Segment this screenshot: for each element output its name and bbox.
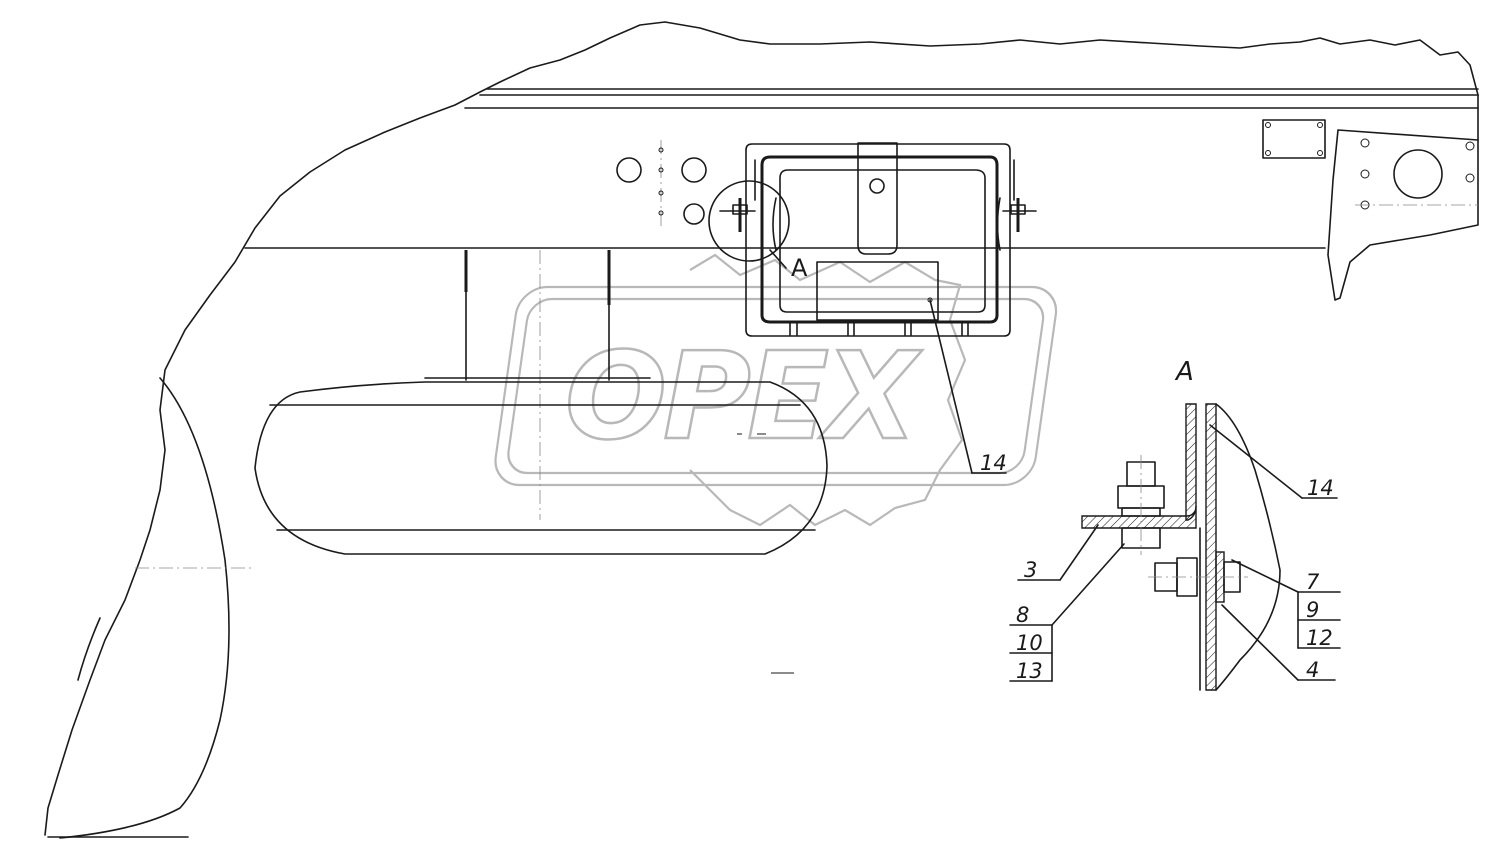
body-outline [44, 21, 1479, 839]
rail-hole-small [658, 167, 664, 173]
frame-bolt-icon [1148, 551, 1248, 603]
right-bracket [1262, 119, 1479, 301]
nameplate-rivet [1317, 122, 1323, 128]
leader-label-8: 8 [1016, 603, 1029, 627]
watermark-gear-icon [689, 253, 967, 527]
flange-bolt-icon [1117, 455, 1165, 555]
watermark-logo: OPEX [494, 253, 1058, 527]
bolt-right-icon [1002, 198, 1037, 232]
leader-label-3: 3 [1024, 558, 1037, 582]
nameplate-rivet [1265, 122, 1271, 128]
detail-view-a: A 14 3 [1009, 357, 1341, 691]
leader-label-14: 14 [980, 451, 1007, 475]
bracket-bolt [1360, 138, 1370, 148]
box-lid [779, 169, 986, 313]
box-flange-section [1081, 505, 1197, 529]
frame-wall-section [1205, 403, 1217, 691]
bracket-large-hole [1393, 149, 1443, 199]
main-leader-14: 14 [929, 299, 1007, 475]
tank-outline [254, 381, 828, 555]
detail-callout-a: A [708, 180, 808, 282]
battery-box [719, 142, 1037, 337]
bracket-curve-right [996, 197, 1001, 251]
watermark-text: OPEX [565, 328, 923, 467]
body-top-contour [44, 21, 1479, 836]
nameplate [1262, 119, 1326, 159]
bracket-bolt [1360, 169, 1370, 179]
detail-callout-label: A [791, 254, 808, 282]
box-foot [789, 321, 798, 336]
watermark-frame-inner [507, 297, 1045, 475]
bracket-bolt [1465, 173, 1475, 183]
tank-supports [424, 250, 651, 520]
bracket-bolt [1465, 141, 1475, 151]
detail-circle [708, 180, 790, 262]
leader-line [929, 299, 973, 474]
rail-hole-small [658, 190, 664, 196]
bracket-plate-outline [1327, 129, 1479, 301]
watermark-frame-outer [494, 285, 1058, 487]
wheel-arch-inner [59, 377, 230, 839]
detail-leader [769, 249, 787, 269]
box-latch [857, 142, 898, 255]
wheel-arch-flare [77, 617, 101, 681]
detail-leaders: 14 3 8 10 13 7 9 12 4 [1009, 424, 1341, 683]
leader-label-9: 9 [1306, 598, 1319, 622]
leader-label-4: 4 [1306, 658, 1319, 682]
leader-label-14-detail: 14 [1307, 476, 1334, 500]
frame-rail [244, 88, 1479, 249]
box-foot [961, 321, 969, 336]
box-wall-section [1185, 403, 1197, 521]
rail-hole [681, 157, 707, 183]
nameplate-rivet [1317, 150, 1323, 156]
leader-label-12: 12 [1306, 626, 1333, 650]
leader-label-10: 10 [1016, 631, 1043, 655]
rail-hole [616, 157, 642, 183]
box-frame [760, 155, 999, 324]
rail-hole-small [658, 147, 664, 153]
box-foot [904, 321, 912, 336]
box-outer [745, 143, 1011, 337]
battery-label [816, 261, 939, 321]
latch-hole [869, 178, 885, 194]
leader-label-7: 7 [1306, 570, 1320, 594]
detail-view-title: A [1174, 357, 1194, 387]
box-foot [847, 321, 855, 336]
rail-hole [683, 203, 705, 225]
leader-label-13: 13 [1016, 659, 1043, 683]
nameplate-rivet [1265, 150, 1271, 156]
break-line [1215, 403, 1281, 691]
bracket-curve-left [772, 197, 777, 251]
bolt-left-icon [719, 198, 756, 232]
rail-hole-small [658, 210, 664, 216]
fuel-tank [254, 381, 828, 555]
